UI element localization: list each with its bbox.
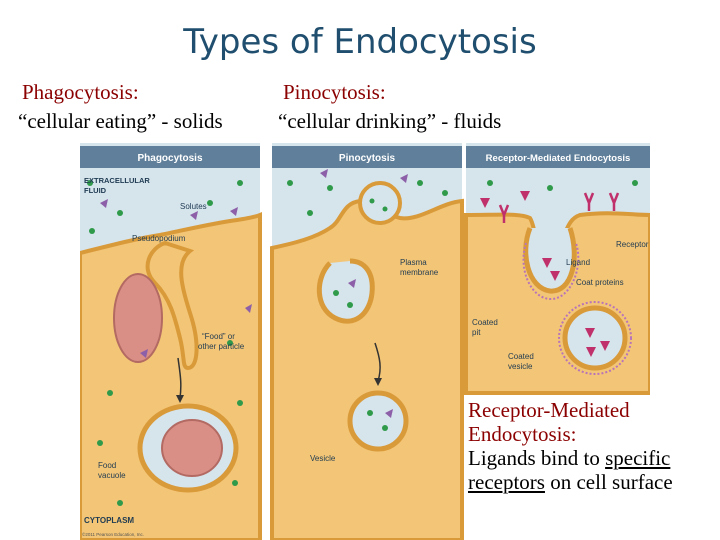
vacuole-particle [161, 419, 223, 477]
extracellular-label-2: FLUID [84, 186, 107, 195]
receptor-label: Receptor [616, 240, 649, 249]
cytoplasm-label: CYTOPLASM [84, 516, 134, 525]
rme-desc-line1-a: Ligands bind to [468, 446, 606, 470]
coat-proteins-label: Coat proteins [576, 278, 624, 287]
solutes-label: Solutes [180, 202, 207, 211]
phagocytosis-arrow [177, 357, 182, 399]
pinocytosis-description: “cellular drinking” - fluids [278, 109, 502, 133]
rme-header: Receptor-Mediated Endocytosis [486, 153, 631, 164]
phagocytosis-header: Phagocytosis [137, 153, 202, 164]
phagocytosis-description: “cellular eating” - solids [18, 109, 223, 133]
copyright-label: ©2011 Pearson Education, Inc. [82, 531, 144, 537]
extracellular-label-1: EXTRACELLULAR [84, 176, 150, 185]
pinocytic-bud [358, 181, 402, 225]
pseudopodium [145, 240, 199, 371]
coated-pit-label-1: Coated [472, 318, 498, 327]
food-vacuole-label-2: vacuole [98, 471, 126, 480]
pinocytosis-heading: Pinocytosis: [283, 80, 386, 104]
pseudopodium-label: Pseudopodium [132, 234, 186, 243]
food-particle [113, 273, 163, 363]
rme-desc-specific: specific [605, 446, 671, 470]
pinocytic-vesicle [347, 390, 409, 452]
pinocytosis-arrow [374, 342, 381, 382]
rme-desc-line2-b: on cell surface [544, 470, 673, 494]
pinocytosis-cytoplasm [270, 198, 464, 540]
rme-header-bar [466, 146, 650, 168]
rme-heading-line2: Endocytosis: [468, 422, 577, 446]
food-label-1: “Food” or [202, 332, 235, 341]
endocytosis-figure: Phagocytosis Pinocytosis Receptor-Mediat… [80, 143, 650, 540]
food-vacuole-label-1: Food [98, 461, 116, 470]
coated-pit-label-2: pit [472, 328, 481, 337]
receptor-shape [498, 204, 510, 223]
slide-title: Types of Endocytosis [183, 22, 537, 62]
rme-heading-line1: Receptor-Mediated [468, 398, 630, 422]
phagocytosis-heading: Phagocytosis: [22, 80, 139, 104]
coated-vesicle-label-1: Coated [508, 352, 534, 361]
ligand-label: Ligand [566, 258, 590, 267]
pinocytosis-header: Pinocytosis [339, 153, 396, 164]
plasma-membrane-label-2: membrane [400, 268, 439, 277]
phagocytosis-header-bar [80, 146, 260, 168]
rme-description-block: Receptor-Mediated Endocytosis: Ligands b… [468, 398, 718, 494]
rme-desc-receptors: receptors [468, 470, 545, 494]
pinocytic-pocket [316, 258, 375, 324]
coated-vesicle-label-2: vesicle [508, 362, 533, 371]
coat-proteins [522, 242, 580, 301]
vesicle-label: Vesicle [310, 454, 336, 463]
plasma-membrane-label-1: Plasma [400, 258, 427, 267]
food-label-2: other particle [198, 342, 245, 351]
pinocytosis-header-bar [272, 146, 462, 168]
ligand-shape [480, 198, 490, 208]
coated-vesicle [562, 305, 628, 371]
